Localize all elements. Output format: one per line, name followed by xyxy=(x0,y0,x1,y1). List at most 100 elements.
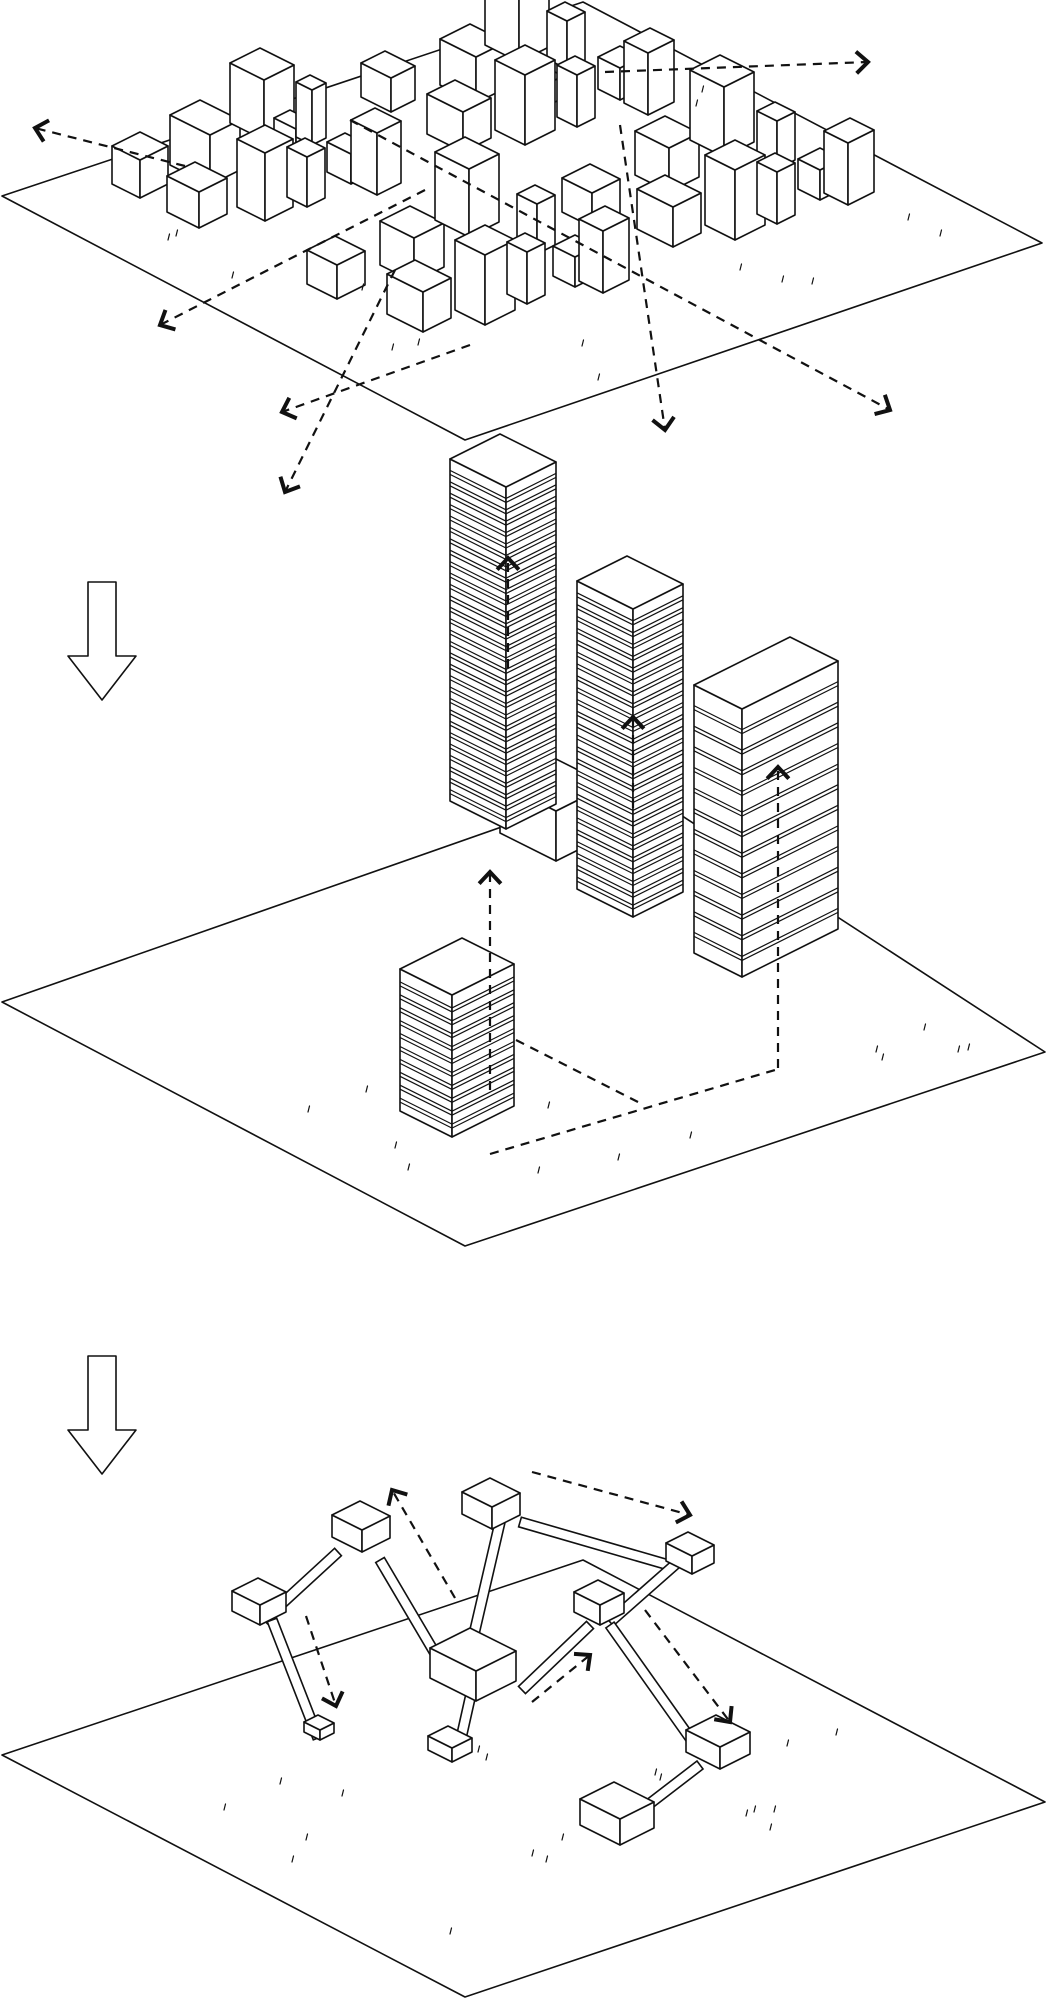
building-top-face xyxy=(449,433,557,488)
city-block-40 xyxy=(578,205,630,294)
grass-mark xyxy=(581,339,585,347)
building-top-face xyxy=(704,139,766,171)
building-top-face xyxy=(169,99,241,136)
city-block-17 xyxy=(494,44,556,146)
city-block-18 xyxy=(556,55,596,128)
building-top-face xyxy=(379,205,445,239)
grass-mark xyxy=(167,233,171,241)
tower-mid xyxy=(576,555,684,918)
floor-slab-line xyxy=(399,1057,515,1091)
building-top-face xyxy=(429,1627,517,1672)
tower-short xyxy=(399,937,515,1138)
city-block-20 xyxy=(623,27,675,116)
arrow-head xyxy=(320,1690,345,1709)
floor-slab-line xyxy=(449,736,557,766)
grass-mark xyxy=(781,275,785,283)
ground-plane-2 xyxy=(1,781,1046,1247)
movement-arrow-se xyxy=(349,119,893,417)
floor-line xyxy=(399,1015,515,1048)
arrow-head xyxy=(278,476,301,495)
building-top-face xyxy=(636,174,702,208)
floor-line xyxy=(693,845,839,896)
floor-line xyxy=(449,743,557,773)
floor-slab-line xyxy=(576,631,684,662)
node-arrow-down xyxy=(304,1615,345,1709)
grass-mark xyxy=(231,271,235,279)
floor-slab-line xyxy=(399,1044,515,1078)
grass-mark xyxy=(695,99,699,107)
building-top-face xyxy=(231,1577,287,1606)
building-top-face xyxy=(427,1725,473,1749)
panel-dense-city xyxy=(1,0,1043,495)
movement-arrow-s xyxy=(618,124,676,433)
floor-slab-line xyxy=(449,644,557,675)
building-top-face xyxy=(756,101,796,122)
floor-line xyxy=(449,549,557,579)
floor-slab-line xyxy=(449,599,557,629)
grass-mark xyxy=(547,1101,551,1109)
arrow-head xyxy=(713,1705,734,1725)
building-right-face xyxy=(306,147,326,208)
arrow-shaft xyxy=(604,60,869,74)
floor-slab-line xyxy=(693,705,839,755)
grass-mark xyxy=(753,1805,757,1813)
tower-right xyxy=(693,636,839,978)
floor-slab-line xyxy=(576,679,684,709)
floor-slab-line xyxy=(449,485,557,515)
city-block-30 xyxy=(823,117,875,206)
floor-line xyxy=(576,592,684,622)
arrow-shaft xyxy=(531,1470,691,1517)
floor-slab-line xyxy=(576,797,684,827)
grass-mark xyxy=(659,1773,663,1781)
floor-line xyxy=(449,732,557,762)
floor-slab-line xyxy=(399,1031,515,1065)
building-top-face xyxy=(546,1,586,22)
floor-line xyxy=(399,976,515,1009)
floor-slab-line xyxy=(449,542,557,572)
building-top-face xyxy=(426,79,492,113)
arrow-head xyxy=(495,555,521,572)
floor-slab-line xyxy=(693,808,839,858)
building-top-face xyxy=(494,44,556,76)
floor-slab-line xyxy=(399,980,515,1013)
building-top-face xyxy=(516,184,556,205)
floor-line xyxy=(449,675,557,705)
floor-slab-line xyxy=(449,587,557,618)
arrow-shaft xyxy=(159,189,426,326)
grass-mark xyxy=(875,1045,879,1053)
building-top-face xyxy=(623,27,675,54)
floor-line xyxy=(449,709,557,739)
city-block-5 xyxy=(295,74,327,146)
floor-slab-line xyxy=(576,868,684,898)
network-node-10 xyxy=(579,1781,655,1846)
city-block-16 xyxy=(426,79,492,153)
grass-mark xyxy=(449,1927,453,1935)
arrow-head xyxy=(620,714,646,731)
grass-mark xyxy=(907,213,911,221)
floor-line xyxy=(449,697,557,728)
grass-mark xyxy=(617,1153,621,1161)
grass-mark xyxy=(175,229,179,237)
arrow-shaft xyxy=(644,1609,731,1723)
arrow-head xyxy=(573,1651,593,1672)
arrow-head xyxy=(32,118,51,143)
grass-tufts xyxy=(307,1023,971,1174)
floor-line xyxy=(399,989,515,1022)
panel-linked-nodes xyxy=(1,1470,1046,1998)
building-top-face xyxy=(454,224,516,256)
floor-slab-line xyxy=(449,793,557,823)
floor-line xyxy=(399,1040,515,1074)
grass-mark xyxy=(531,1849,535,1857)
grass-mark xyxy=(407,1163,411,1171)
building-right-face xyxy=(526,242,546,305)
grass-mark xyxy=(307,1105,311,1113)
floor-slab-line xyxy=(399,993,515,1026)
floor-slab-line xyxy=(576,833,684,863)
floor-slab-line xyxy=(449,656,557,686)
connector-tube-6 xyxy=(517,1516,675,1572)
grass-mark xyxy=(745,1809,749,1817)
floor-slab-line xyxy=(449,679,557,709)
city-block-38 xyxy=(506,232,546,305)
floor-slab-line xyxy=(576,667,684,697)
floor-line xyxy=(693,825,839,875)
